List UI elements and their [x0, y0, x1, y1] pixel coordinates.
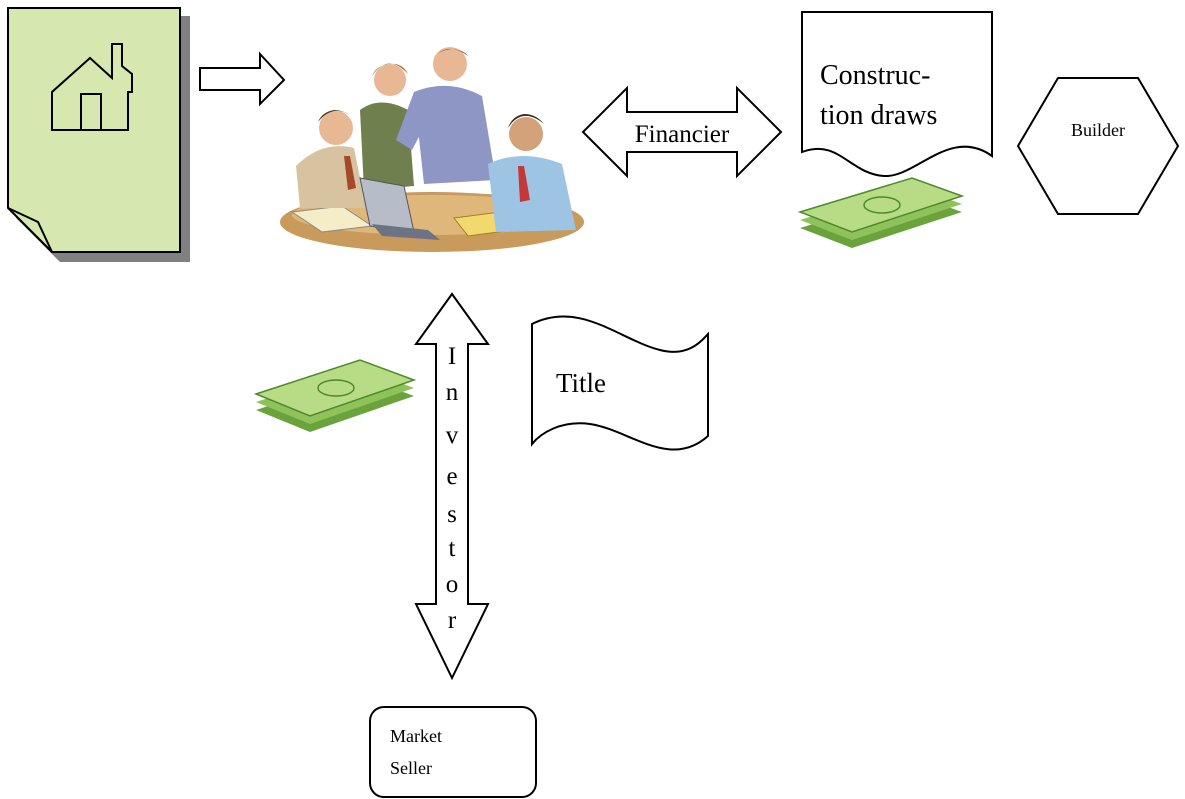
construction-draws-line2: tion draws	[820, 100, 937, 131]
investor-letter: n	[446, 379, 459, 406]
money-stack-icon	[797, 177, 965, 248]
house-document-icon	[7, 7, 190, 262]
investor-letter: v	[446, 422, 459, 449]
investor-letter: o	[446, 571, 459, 598]
investor-letter: t	[449, 535, 456, 562]
business-team-icon	[280, 47, 584, 252]
title-wavy-shape: Title	[531, 315, 709, 451]
construction-draws-document-shape: Construc- tion draws	[801, 11, 993, 178]
investor-letter: r	[448, 607, 457, 634]
investor-letter: e	[446, 463, 457, 490]
builder-label: Builder	[1071, 120, 1125, 140]
construction-draws-line1: Construc-	[820, 60, 930, 91]
market-seller-line1: Market	[390, 726, 442, 746]
financier-double-arrow: Financier	[581, 85, 783, 179]
money-stack-icon	[253, 359, 417, 432]
title-label: Title	[556, 368, 606, 398]
financier-label: Financier	[635, 121, 730, 148]
market-seller-box: Market Seller	[369, 706, 537, 798]
right-arrow-icon	[199, 51, 286, 107]
market-seller-line2: Seller	[390, 758, 432, 778]
investor-double-arrow: I n v e s t o r	[414, 292, 490, 681]
investor-letter: I	[448, 343, 456, 370]
builder-hexagon: Builder	[1016, 77, 1180, 215]
investor-letter: s	[447, 501, 457, 528]
